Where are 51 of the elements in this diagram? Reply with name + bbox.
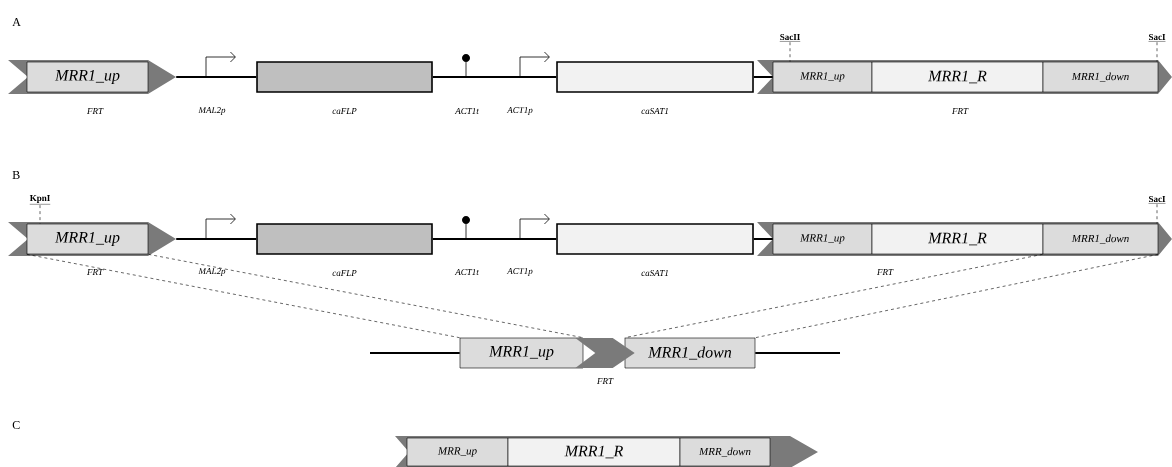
- dna-strand: [752, 76, 774, 78]
- element-label: MAL2p: [198, 268, 226, 276]
- segment-box: MRR1_up: [26, 61, 149, 93]
- element-label: FRT: [876, 269, 894, 275]
- element-label: caSAT1: [641, 108, 668, 115]
- element-label: MAL2p: [198, 107, 226, 115]
- dna-strand: [752, 238, 774, 240]
- element-label: FRT: [86, 108, 104, 114]
- segment-box: MRR1_up: [772, 61, 873, 93]
- segment-box: MRR1_down: [624, 337, 756, 369]
- panel-letter: C: [12, 420, 20, 430]
- dna-strand: [175, 238, 258, 240]
- restriction-site-label: SacI: [1148, 196, 1166, 204]
- restriction-site-label: SacI: [1148, 34, 1166, 42]
- restriction-site-label: SacII: [779, 34, 801, 42]
- mapping-line: [755, 254, 1159, 338]
- dna-strand: [754, 352, 841, 354]
- mapping-line: [26, 254, 460, 338]
- segment-box: MRR1_up: [459, 337, 584, 369]
- segment-box: MRR_down: [679, 437, 771, 467]
- leader-line: [39, 204, 41, 224]
- leader-line: [1156, 41, 1158, 62]
- leader-line: [1156, 203, 1158, 224]
- frt-arrow: [575, 338, 635, 368]
- dna-strand: [431, 238, 558, 240]
- panel-letter: A: [12, 18, 21, 26]
- segment-box: MRR1_R: [507, 437, 681, 467]
- gene-box: [556, 61, 754, 93]
- element-label: FRT: [951, 108, 969, 114]
- element-label: FRT: [86, 269, 104, 275]
- segment-box: MRR1_R: [871, 61, 1044, 93]
- segment-box: MRR_up: [406, 437, 509, 467]
- segment-box: MRR1_up: [772, 223, 873, 255]
- dna-strand: [175, 76, 258, 78]
- dna-strand: [431, 76, 558, 78]
- segment-box: MRR1_R: [871, 223, 1044, 255]
- dna-strand: [369, 352, 461, 354]
- panel-letter: B: [12, 171, 20, 179]
- mapping-line: [624, 254, 1043, 338]
- element-label: caSAT1: [641, 270, 668, 277]
- restriction-site-label: KpnI: [29, 195, 51, 205]
- segment-box: MRR1_up: [26, 223, 149, 255]
- segment-box: MRR1_down: [1042, 223, 1159, 255]
- leader-line: [789, 41, 791, 62]
- gene-box: [256, 61, 433, 93]
- gene-box: [256, 223, 433, 255]
- element-label: caFLP: [332, 108, 357, 114]
- gene-box: [556, 223, 754, 255]
- element-label: caFLP: [332, 270, 357, 276]
- edge-label: FRT: [596, 378, 614, 384]
- segment-box: MRR1_down: [1042, 61, 1159, 93]
